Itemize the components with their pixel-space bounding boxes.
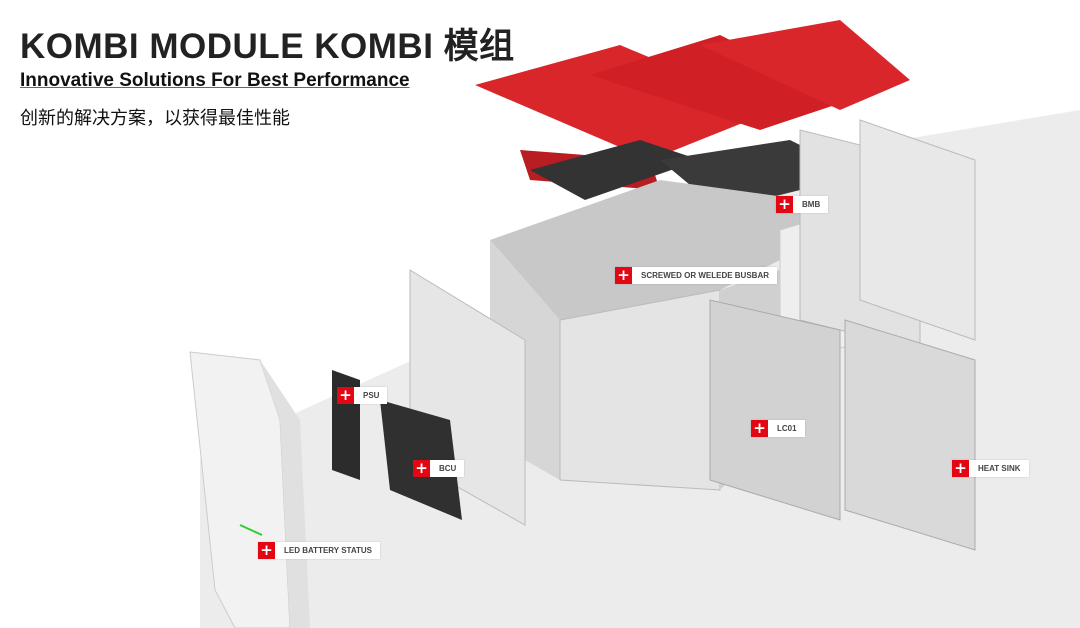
callout-label: LC01 (777, 424, 797, 433)
callout-psu[interactable]: + PSU (337, 387, 388, 404)
plus-icon: + (751, 420, 768, 437)
front-cover (189, 351, 310, 628)
callout-label: BMB (802, 200, 821, 209)
plus-icon: + (337, 387, 354, 404)
led-indicator (239, 524, 263, 536)
callout-label: PSU (363, 391, 380, 400)
callout-label: SCREWED OR WELEDE BUSBAR (641, 271, 770, 280)
plus-icon: + (776, 196, 793, 213)
heat-sink-plates (709, 119, 976, 551)
plus-icon: + (615, 267, 632, 284)
plus-icon: + (413, 460, 430, 477)
callout-busbar[interactable]: + SCREWED OR WELEDE BUSBAR (615, 267, 778, 284)
page-subtitle: Innovative Solutions For Best Performanc… (20, 70, 410, 91)
plus-icon: + (952, 460, 969, 477)
callout-lc01[interactable]: + LC01 (751, 420, 805, 437)
callout-heat-sink[interactable]: + HEAT SINK (952, 460, 1029, 477)
callout-bcu[interactable]: + BCU (413, 460, 465, 477)
page-subtitle-cn: 创新的解决方案，以获得最佳性能 (20, 108, 290, 128)
callout-bmb[interactable]: + BMB (776, 196, 829, 213)
callout-led-battery-status[interactable]: + LED BATTERY STATUS (258, 542, 380, 559)
callout-label: LED BATTERY STATUS (284, 546, 372, 555)
page-title: KOMBI MODULE KOMBI 模组 (20, 27, 515, 66)
callout-label: HEAT SINK (978, 464, 1021, 473)
plus-icon: + (258, 542, 275, 559)
callout-label: BCU (439, 464, 457, 473)
